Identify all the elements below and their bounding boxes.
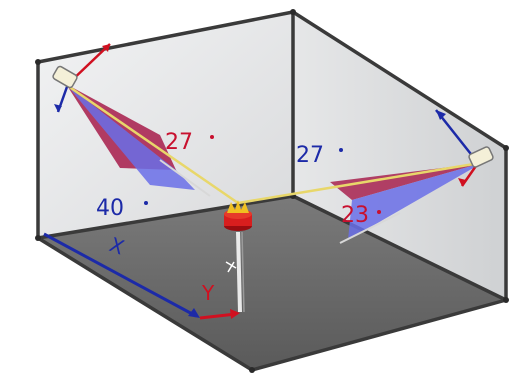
right-wall [293,12,506,300]
angle-label-right-lower: 23 [341,203,369,228]
angle-dots [144,135,381,214]
right-cone-lower [348,163,482,240]
origin-red-arrow [199,309,240,320]
camera-direction-arrows [159,159,401,244]
axis-label-y: Y [201,281,215,305]
x-axis-arrow [43,232,200,318]
target-icon [224,200,252,231]
back-wall [38,12,293,238]
room-frame [36,10,508,372]
right-camera-icon [435,109,494,187]
right-cone-upper [330,163,482,200]
left-cone-lower [66,84,195,190]
left-camera-icon [52,43,111,113]
target-post [236,231,242,313]
angle-label-left-upper: 27 [165,130,193,155]
floor [38,196,506,370]
sight-beams [67,84,481,205]
angle-label-right-upper: 27 [296,143,324,168]
angle-label-left-lower: 40 [96,196,124,221]
vertical-tick [225,261,237,273]
